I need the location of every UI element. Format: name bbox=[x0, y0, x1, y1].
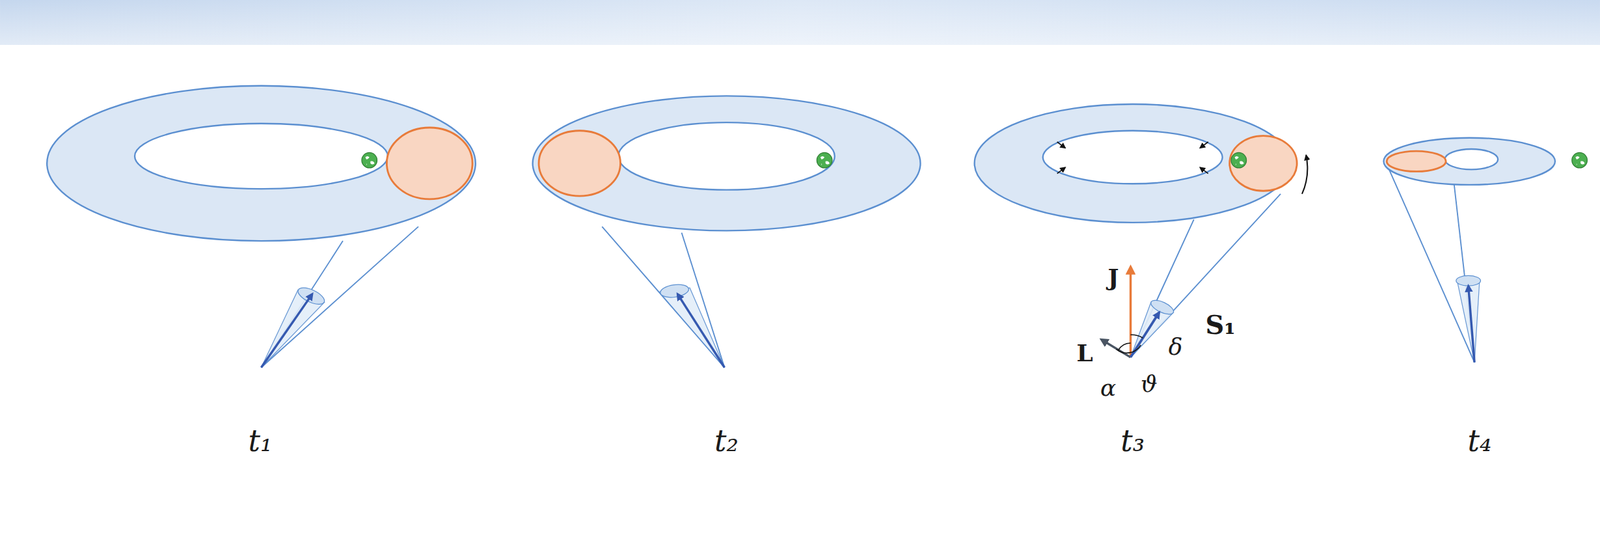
time-label: t₂ bbox=[714, 424, 739, 458]
time-label: t₃ bbox=[1120, 424, 1145, 458]
vector-label: S₁ bbox=[1205, 310, 1235, 339]
angle-label: δ bbox=[1168, 333, 1183, 360]
angle-label: α bbox=[1100, 374, 1116, 401]
vector-label: J bbox=[1107, 264, 1119, 291]
angle-label: ϑ bbox=[1140, 370, 1158, 397]
vector-label: L bbox=[1076, 340, 1093, 367]
time-label: t₄ bbox=[1467, 424, 1492, 458]
time-label: t₁ bbox=[247, 424, 272, 458]
